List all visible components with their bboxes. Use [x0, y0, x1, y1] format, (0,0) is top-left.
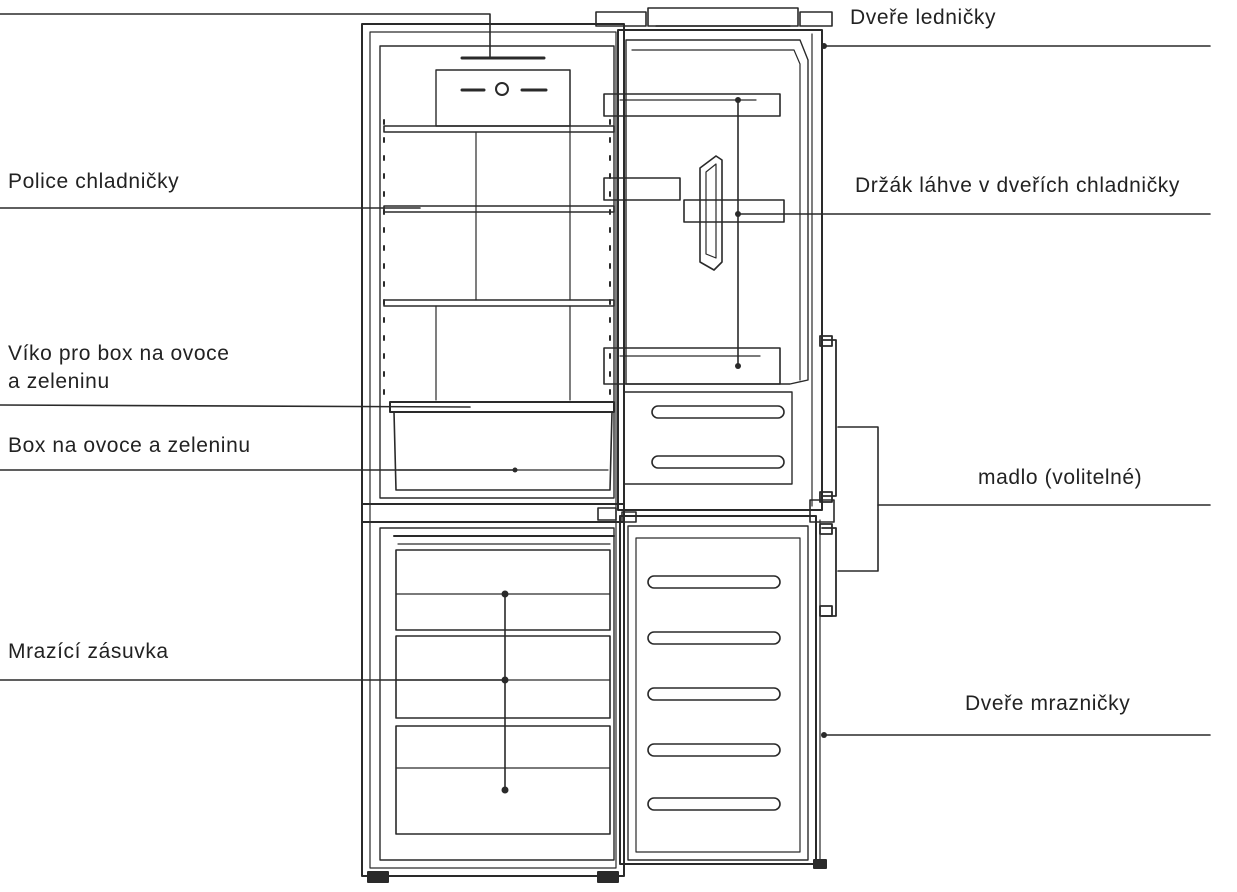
- label-crisper-cover-line1: Víko pro box na ovoce: [8, 342, 230, 365]
- leader-top-left: [0, 14, 490, 58]
- label-bottle-holder: Držák láhve v dveřích chladničky: [855, 174, 1180, 197]
- freezer-drawer-3: [396, 726, 610, 834]
- freezer-drawer-2: [396, 636, 610, 718]
- handles: [820, 336, 836, 616]
- lower-handle: [822, 528, 836, 616]
- label-crisper-box: Box na ovoce a zeleninu: [8, 434, 251, 457]
- label-fridge-shelf: Police chladničky: [8, 170, 180, 193]
- leader-handle-bracket: [838, 427, 878, 571]
- door-shelf-1: [604, 94, 780, 116]
- door-shelf-2: [604, 178, 680, 200]
- freezer-interior: [380, 528, 614, 860]
- leader-lines: [0, 14, 1210, 790]
- fridge-shelf-2: [384, 206, 614, 212]
- label-crisper-cover-line2: a zeleninu: [8, 370, 110, 393]
- label-handle: madlo (volitelné): [978, 466, 1143, 489]
- leader-crisper-cover: [0, 405, 470, 407]
- cabinet: [362, 24, 624, 882]
- fridge-shelf-1: [384, 126, 614, 132]
- crisper-cover: [390, 402, 614, 412]
- fridge-door: [604, 30, 822, 510]
- bottle-holder: [684, 200, 784, 222]
- label-fridge-door: Dveře ledničky: [850, 6, 997, 29]
- freezer-door: [620, 516, 826, 868]
- label-freezer-drawer: Mrazící zásuvka: [8, 640, 169, 663]
- fridge-shelf-3: [384, 300, 614, 306]
- door-bin: [604, 348, 780, 384]
- label-freezer-door: Dveře mrazničky: [965, 692, 1131, 715]
- freezer-drawer-1: [396, 550, 610, 630]
- thermostat-knob: [495, 82, 509, 96]
- crisper-box: [394, 412, 612, 490]
- upper-handle: [822, 340, 836, 496]
- fridge-interior: [380, 46, 614, 498]
- control-panel: [436, 70, 570, 126]
- top-hinge: [596, 8, 832, 26]
